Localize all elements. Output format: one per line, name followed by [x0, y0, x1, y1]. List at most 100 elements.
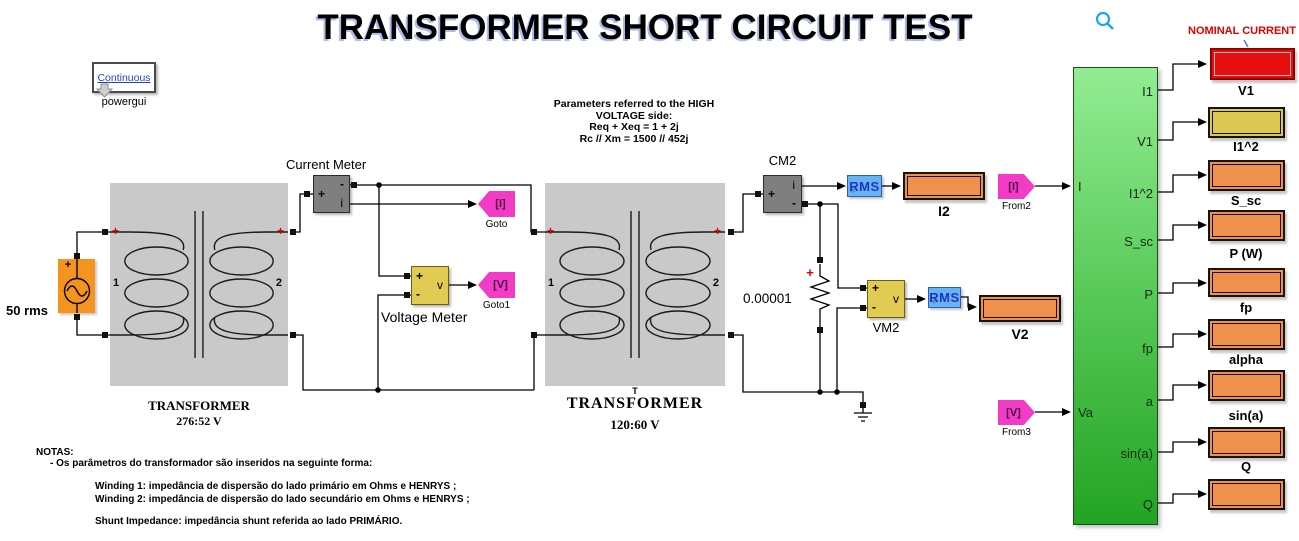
subsystem-output-q: Q [1142, 497, 1153, 512]
resistor-symbol [808, 264, 832, 327]
v2-label: V2 [1011, 326, 1029, 342]
display-v1[interactable] [1208, 107, 1285, 138]
rms2-block[interactable]: RMS ∗ [928, 287, 961, 308]
rms2-watermark-icon: ∗ [930, 296, 939, 306]
current-meter-label: Current Meter [286, 157, 367, 172]
transformer2-plus-left: + [547, 224, 555, 238]
powergui-block[interactable]: Continuous [92, 62, 156, 93]
i2-label: I2 [938, 203, 950, 219]
voltage-meter-minus: - [416, 287, 420, 301]
goto-i-tag[interactable]: [I] [478, 191, 515, 217]
display-nominal-current[interactable] [1210, 48, 1295, 80]
transformer2-winding1-num: 1 [548, 277, 555, 289]
transformer2-block[interactable]: + + 1 2 [545, 183, 725, 386]
transformer2-ratio: 120:60 V [610, 417, 660, 432]
ground-symbol [854, 408, 872, 422]
display-pw[interactable] [1208, 268, 1285, 297]
subsystem-output-fp: fp [1142, 341, 1153, 356]
subsystem-input-i: I [1078, 179, 1082, 194]
cm2-plus: + [768, 187, 776, 201]
parameters-line3: Req + Xeq = 1 + 2j [589, 121, 679, 133]
powergui-label: powergui [101, 96, 147, 108]
voltage-meter-label: Voltage Meter [381, 309, 468, 325]
measurement-subsystem-block[interactable]: I Va I1 V1 I1^2 S_sc P fp a sin(a) Q [1073, 67, 1158, 525]
ac-source-label: 50 rms [6, 303, 48, 318]
display-alpha[interactable] [1208, 370, 1285, 401]
notes-line1: - Os parâmetros do transformador são ins… [50, 458, 373, 469]
display-i1sq[interactable] [1208, 160, 1285, 191]
transformer2-tag: T [632, 386, 638, 396]
goto-v-text: [V] [493, 279, 508, 291]
resistor-value: 0.00001 [743, 291, 792, 306]
from2-tag[interactable]: [I] [998, 174, 1035, 199]
subsystem-output-sina: sin(a) [1120, 446, 1153, 461]
transformer1-winding1-num: 1 [113, 277, 120, 289]
ac-source-block[interactable] [58, 259, 95, 313]
display-label-q: Q [1240, 459, 1252, 474]
rms1-block[interactable]: RMS ∗ [847, 175, 882, 197]
parameters-line2: VOLTAGE side: [595, 109, 673, 122]
vm2-label: VM2 [872, 320, 900, 335]
notes-line4: Shunt Impedance: impedância shunt referi… [95, 516, 403, 527]
parameters-line1: Parameters referred to the HIGH [553, 98, 715, 110]
transformer2-winding2-num: 2 [712, 277, 719, 289]
current-meter-i-out: i [340, 196, 343, 210]
display-label-fp: fp [1239, 300, 1253, 315]
transformer2-plus-right: + [713, 224, 721, 238]
from3-text: [V] [1006, 406, 1021, 419]
nominal-current-annotation: NOMINAL CURRENT [1188, 25, 1296, 37]
transformer1-plus-right: + [276, 224, 284, 238]
display-ssc[interactable] [1208, 210, 1285, 241]
current-meter-plus: + [318, 187, 326, 201]
from2-label: From2 [1002, 201, 1031, 212]
vm2-v-out: v [893, 292, 899, 306]
transformer1-ratio: 276:52 V [176, 414, 222, 428]
from3-label: From3 [1002, 427, 1031, 438]
subsystem-output-a: a [1145, 394, 1153, 409]
resistor-plus: + [806, 265, 814, 280]
current-meter-block[interactable]: + - i [313, 175, 350, 213]
cm2-minus: - [792, 196, 796, 210]
transformer1-block[interactable]: + + 1 2 [110, 183, 288, 386]
subsystem-output-i1sq: I1^2 [1128, 186, 1153, 201]
transformer1-plus-left: + [112, 224, 120, 238]
cm2-label: CM2 [768, 153, 797, 168]
vm2-block[interactable]: + - v [867, 280, 905, 318]
parameters-annotation: Parameters referred to the HIGH VOLTAGE … [544, 98, 724, 145]
subsystem-input-va: Va [1078, 405, 1093, 420]
cm2-block[interactable]: + i - [763, 175, 802, 213]
display-fp[interactable] [1208, 319, 1285, 350]
search-icon[interactable] [1093, 10, 1119, 36]
notes-line2: Winding 1: impedância de dispersão do la… [95, 481, 457, 492]
from2-text: [I] [1008, 180, 1019, 193]
from3-tag[interactable]: [V] [998, 400, 1035, 425]
subsystem-output-ssc: S_sc [1124, 234, 1153, 249]
goto-v-label: Goto1 [482, 300, 511, 311]
transformer1-coils-icon [110, 211, 288, 358]
i2-display[interactable] [903, 172, 985, 200]
display-sina[interactable] [1208, 427, 1285, 458]
goto-i-text: [I] [495, 198, 506, 210]
notes-title: NOTAS: [36, 447, 74, 458]
notes-line3: Winding 2: impedância de dispersão do la… [95, 494, 470, 505]
voltage-meter-block[interactable]: + - v [411, 266, 449, 305]
display-label-i1sq: I1^2 [1233, 139, 1259, 154]
display-label-sina: sin(a) [1228, 408, 1264, 423]
current-meter-minus: - [340, 177, 344, 191]
subsystem-output-v1: V1 [1137, 134, 1153, 149]
goto-v-tag[interactable]: [V] [478, 272, 515, 298]
transformer2-coils-icon [545, 211, 725, 358]
page-title: TRANSFORMER SHORT CIRCUIT TEST [317, 8, 973, 47]
parameters-line4: Rc // Xm = 1500 // 452j [579, 132, 689, 145]
rms1-watermark-icon: ∗ [849, 185, 858, 195]
display-label-pw: P (W) [1229, 246, 1263, 261]
voltage-meter-v-out: v [437, 278, 443, 292]
display-label-ssc: S_sc [1230, 193, 1262, 208]
vm2-minus: - [872, 300, 876, 314]
subsystem-output-i1: I1 [1142, 84, 1153, 99]
transformer1-winding2-num: 2 [275, 277, 282, 289]
v2-display[interactable] [979, 295, 1061, 322]
vm2-plus: + [872, 281, 880, 295]
display-q[interactable] [1208, 479, 1285, 510]
